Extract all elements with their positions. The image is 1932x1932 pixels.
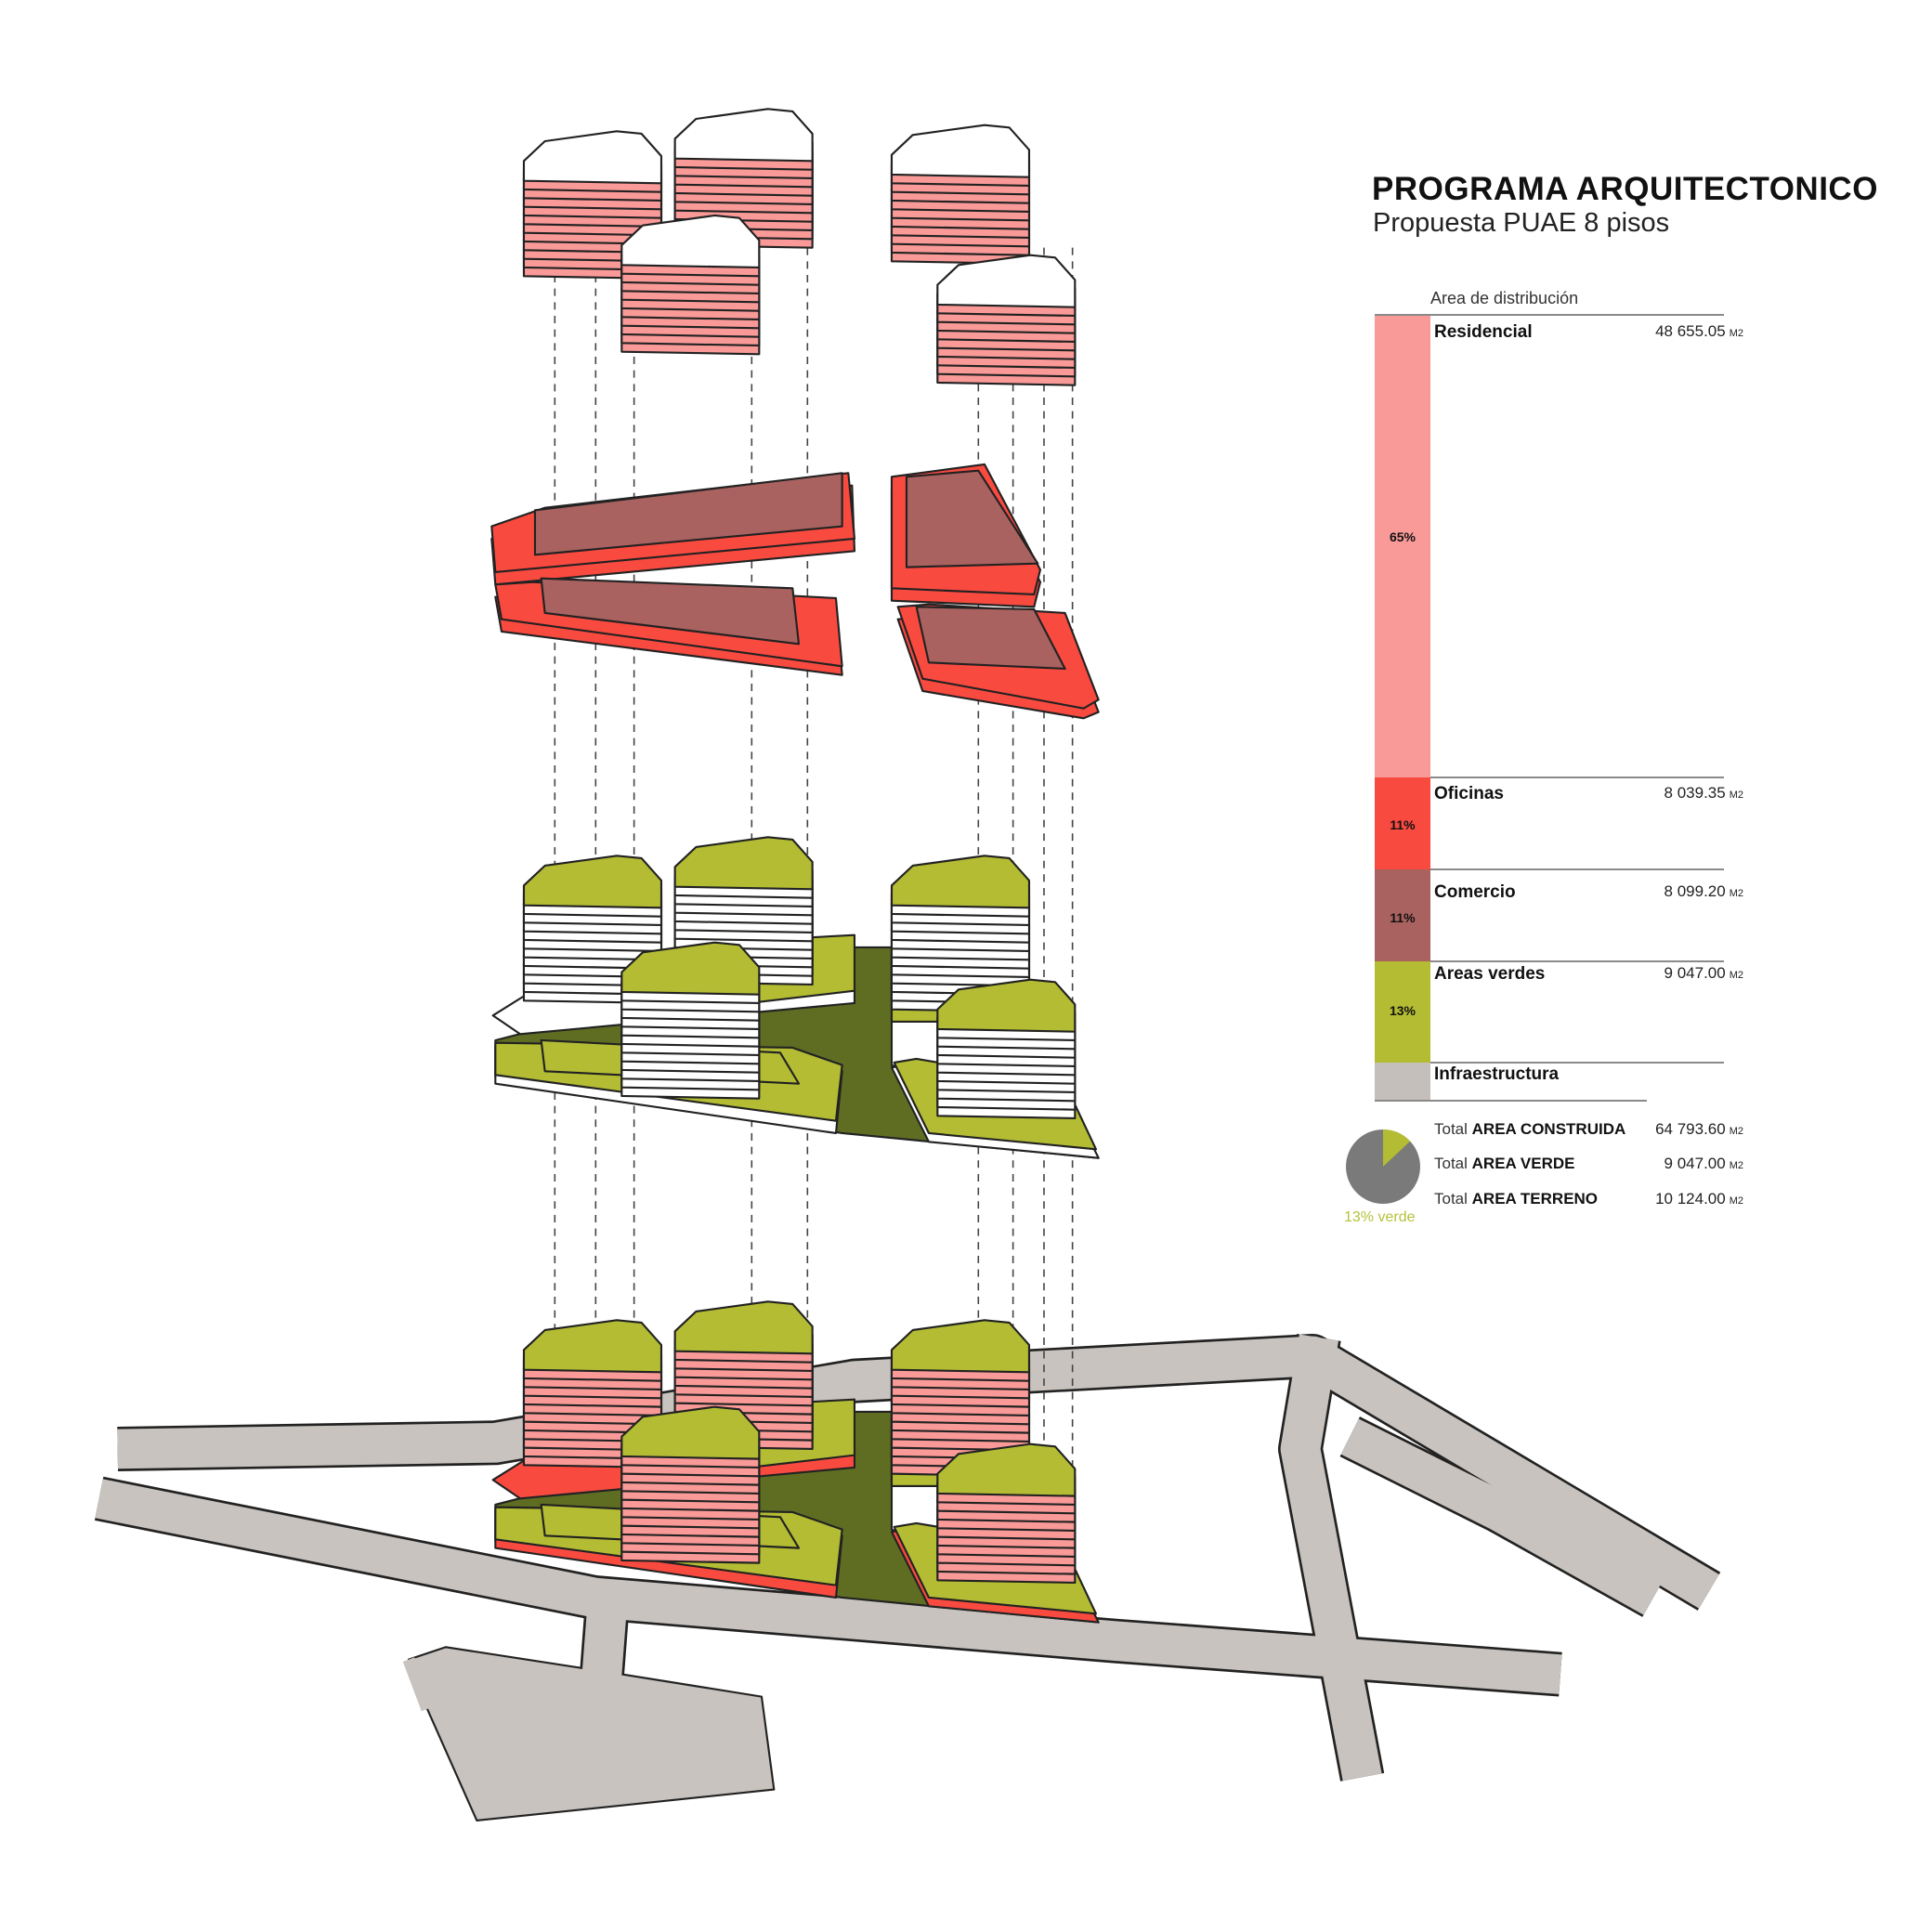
building-stack <box>890 1319 1031 1478</box>
legend-label: Areas verdes <box>1434 964 1546 984</box>
building-stack <box>522 855 663 1005</box>
legend-heading: Area de distribución <box>1430 289 1579 307</box>
building-roof <box>890 1319 1031 1374</box>
building-roof <box>522 855 663 909</box>
road <box>1340 1418 1664 1615</box>
pie-caption: 13% verde <box>1344 1209 1416 1225</box>
building-stack <box>890 855 1031 1013</box>
road <box>117 1336 1719 1609</box>
legend-percent: 13% <box>1389 1003 1416 1018</box>
road-network <box>94 1333 1721 1822</box>
divider <box>1375 314 1724 316</box>
residential-level <box>522 108 1077 386</box>
building-stack <box>890 124 1031 266</box>
band-infraestructura <box>1375 1063 1430 1101</box>
commerce-floor <box>915 606 1066 671</box>
divider <box>1430 960 1724 962</box>
band-comercio <box>1375 869 1430 961</box>
building-roof <box>522 130 663 185</box>
pie-slice-green <box>1383 1129 1411 1167</box>
building-stack <box>620 941 761 1100</box>
road <box>1280 1334 1382 1782</box>
road <box>581 1608 627 1692</box>
green-pie-chart <box>1346 1129 1420 1204</box>
total-row: Total AREA CONSTRUIDA <box>1434 1120 1626 1138</box>
building-stack <box>620 1405 761 1564</box>
building-roof <box>890 855 1031 909</box>
building-roof <box>522 1319 663 1374</box>
building-roof <box>620 1405 761 1460</box>
building-stack <box>936 978 1077 1120</box>
divider <box>1430 868 1724 870</box>
building-roof <box>673 1300 814 1355</box>
commerce-floor <box>540 577 801 646</box>
legend-label: Residencial <box>1434 322 1533 342</box>
building-stack <box>522 130 663 281</box>
page-subtitle: Propuesta PUAE 8 pisos <box>1373 208 1670 238</box>
building-roof <box>620 941 761 996</box>
total-row: Total AREA VERDE <box>1434 1155 1575 1172</box>
building-roof <box>673 108 814 163</box>
green-roof-level <box>491 836 1100 1159</box>
legend-label: Comercio <box>1434 882 1516 902</box>
ground-level <box>491 1300 1100 1624</box>
building-stack <box>936 1442 1077 1585</box>
band-residencial <box>1375 316 1430 777</box>
legend-percent: 11% <box>1390 817 1416 832</box>
divider <box>1430 1062 1724 1064</box>
commerce-floor <box>533 472 843 556</box>
total-row: Total AREA TERRENO <box>1434 1190 1599 1208</box>
building-roof <box>890 124 1031 178</box>
band-oficinas <box>1375 777 1430 869</box>
building-roof <box>936 978 1077 1033</box>
legend-percent: 65% <box>1389 529 1416 544</box>
band-areas-verdes <box>1375 961 1430 1063</box>
legend-label: Oficinas <box>1434 784 1504 803</box>
building-stack <box>620 214 761 356</box>
building-roof <box>673 836 814 891</box>
commerce-floor <box>905 469 1039 568</box>
parking-lot <box>407 1646 776 1822</box>
building-roof <box>620 214 761 269</box>
divider <box>1430 777 1724 778</box>
divider <box>1375 1100 1647 1102</box>
building-stack <box>936 254 1077 386</box>
legend-percent: 11% <box>1390 910 1416 925</box>
building-roof <box>936 1442 1077 1497</box>
page-title: PROGRAMA ARQUITECTONICO <box>1372 171 1878 207</box>
building-roof <box>936 254 1077 308</box>
legend-label: Infraestructura <box>1434 1064 1560 1084</box>
road <box>402 1657 434 1712</box>
office-commerce-level <box>490 463 1100 720</box>
